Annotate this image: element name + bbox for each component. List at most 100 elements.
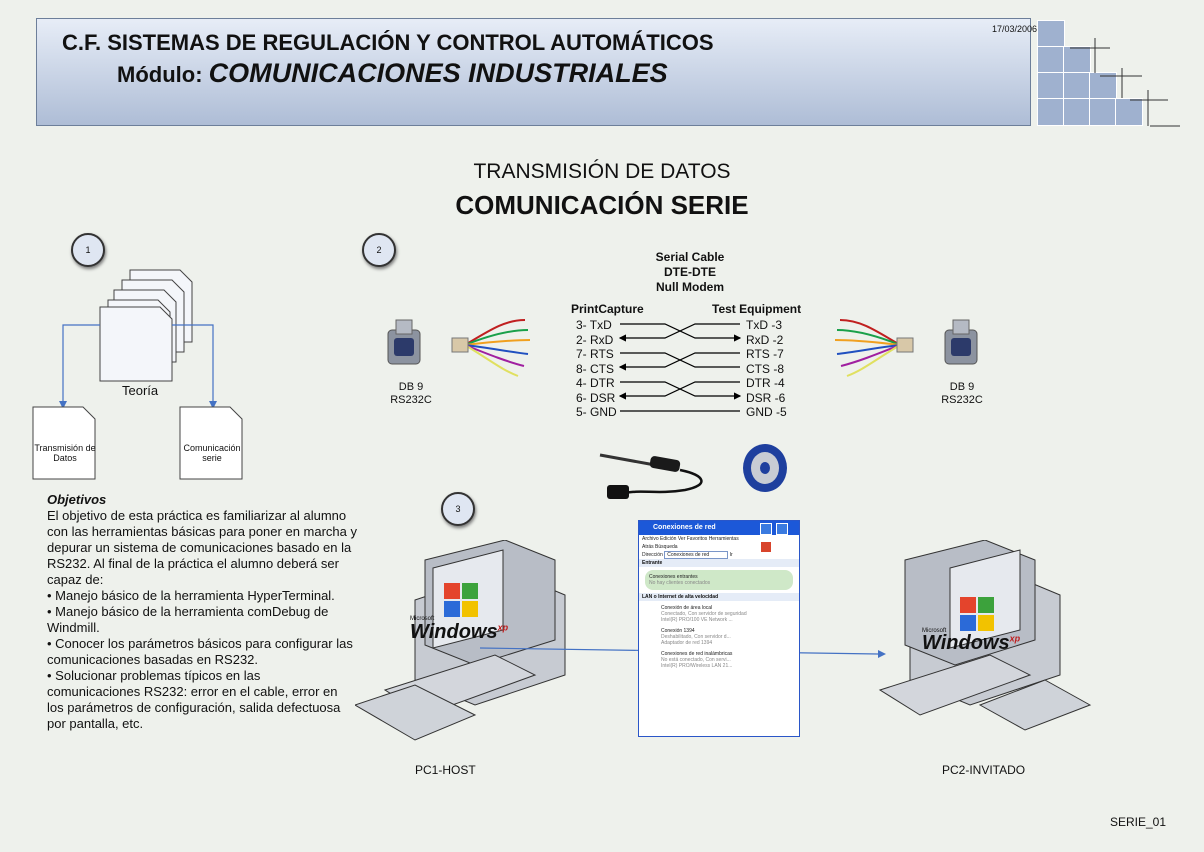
soldering-tools-icon xyxy=(599,444,787,499)
step-2-badge: 2 xyxy=(362,233,396,267)
header-banner xyxy=(36,18,1031,126)
left-pin: 8- CTS xyxy=(576,361,615,376)
connection-name: Conexión 1394 xyxy=(661,628,695,634)
windows-logo-text: Windows xyxy=(410,621,498,643)
connection-item[interactable]: Conexión 1394 Deshabilitado, Con servido… xyxy=(639,627,799,647)
network-connections-window: Conexiones de red Archivo Edición Ver Fa… xyxy=(638,520,800,737)
left-pin-list: 3- TxD 2- RxD 7- RTS 8- CTS 4- DTR 6- DS… xyxy=(576,318,617,420)
left-pin: 6- DSR xyxy=(576,390,616,405)
course-title: C.F. SISTEMAS DE REGULACIÓN Y CONTROL AU… xyxy=(62,30,714,55)
section-incoming: Entrante xyxy=(639,559,799,567)
microsoft-brand-left: Microsoft xyxy=(410,616,435,622)
cable-right-header: Test Equipment xyxy=(712,302,802,316)
left-pin: 5- GND xyxy=(576,405,617,419)
left-pin: 3- TxD xyxy=(576,318,612,332)
window-toolbar[interactable]: Atrás Búsqueda xyxy=(642,544,678,550)
main-title-line1: TRANSMISIÓN DE DATOS xyxy=(473,160,731,183)
cable-title-line2: DTE-DTE xyxy=(664,265,716,279)
minimize-icon[interactable] xyxy=(760,523,772,535)
microsoft-brand-right: Microsoft xyxy=(922,628,947,634)
connection-status: No está conectado, Con servi... xyxy=(661,657,731,663)
objectives-panel: Objetivos El objetivo de esta práctica e… xyxy=(47,492,357,732)
connector-left-line2: RS232C xyxy=(390,394,432,406)
windows-xp-logo-left: Windowsxp xyxy=(410,621,508,644)
left-pin: 2- RxD xyxy=(576,332,614,347)
address-bar[interactable]: Dirección Conexiones de red Ir xyxy=(639,551,799,559)
connection-name: Conexión de área local xyxy=(661,605,713,611)
connector-right-label: DB 9 RS232C xyxy=(927,381,997,407)
right-pin: DSR -6 xyxy=(746,390,786,405)
module-title: Módulo: COMUNICACIONES INDUSTRIALES xyxy=(117,58,668,89)
objective-item: • Conocer los parámetros básicos para co… xyxy=(47,636,353,667)
right-pin: RTS -7 xyxy=(746,347,784,361)
pc2-label: PC2-INVITADO xyxy=(942,763,1026,777)
right-pin: DTR -4 xyxy=(746,376,785,390)
module-name: COMUNICACIONES INDUSTRIALES xyxy=(208,58,668,88)
document-icon-left xyxy=(32,406,96,480)
doc-transmision-label: Transmisión de Datos xyxy=(34,443,96,463)
doc-comunicacion-label: Comunicación serie xyxy=(183,443,241,463)
db9-connector-left-icon xyxy=(387,319,531,377)
connection-adapter: Intel(R) PRO/100 VE Network ... xyxy=(661,617,733,623)
windows-logo-text: Windows xyxy=(922,632,1010,654)
header-date: 17/03/2006 xyxy=(992,24,1038,34)
windows-flag-icon xyxy=(960,597,994,631)
connection-status: Conectado, Con servidor de seguridad xyxy=(661,611,747,617)
soldering-iron-icon xyxy=(599,453,703,499)
cable-title-line3: Null Modem xyxy=(656,280,724,294)
theory-diagram xyxy=(32,269,243,480)
left-pin: 7- RTS xyxy=(576,347,614,361)
incoming-connections-item[interactable]: Conexiones entrantes No hay clientes con… xyxy=(645,570,793,590)
document-stack-icon xyxy=(99,269,193,382)
right-pin: GND -5 xyxy=(746,405,787,419)
db9-connector-right-icon xyxy=(835,319,978,377)
right-pin: RxD -2 xyxy=(746,332,784,347)
connection-item[interactable]: Conexiones de red inalámbricas No está c… xyxy=(639,650,799,670)
cable-title-line1: Serial Cable xyxy=(655,250,725,264)
objective-item: • Manejo básico de la herramienta comDeb… xyxy=(47,604,329,635)
windows-logo-sup: xp xyxy=(1009,633,1021,644)
connector-left-line1: DB 9 xyxy=(398,381,424,393)
maximize-icon[interactable] xyxy=(776,523,789,535)
connection-adapter: Intel(R) PRO/Wireless LAN 21... xyxy=(661,663,733,669)
incoming-sub: No hay clientes conectados xyxy=(649,580,711,586)
go-button[interactable]: Ir xyxy=(729,552,733,558)
section-lan: LAN o Internet de alta velocidad xyxy=(639,593,799,601)
close-icon[interactable] xyxy=(760,541,772,553)
connection-adapter: Adaptador de red 1394 xyxy=(661,640,713,646)
cable-title: Serial Cable DTE-DTE Null Modem xyxy=(630,250,750,295)
step-3-badge: 3 xyxy=(441,492,475,526)
null-modem-wiring xyxy=(618,323,742,412)
left-pin: 4- DTR xyxy=(576,376,615,390)
pc1-label: PC1-HOST xyxy=(415,763,476,777)
document-icon-right xyxy=(179,406,243,480)
cable-left-header: PrintCapture xyxy=(571,302,644,316)
main-title-line2: COMUNICACIÓN SERIE xyxy=(455,190,749,220)
connector-right-line2: RS232C xyxy=(941,394,983,406)
connection-status: Deshabilitado, Con servidor d... xyxy=(661,634,731,640)
page-code: SERIE_01 xyxy=(1110,815,1167,829)
address-field[interactable]: Conexiones de red xyxy=(664,551,729,559)
theory-label: Teoría xyxy=(122,383,159,398)
step-1-badge: 1 xyxy=(71,233,105,267)
connection-item[interactable]: Conexión de área local Conectado, Con se… xyxy=(639,604,799,624)
connector-right-line1: DB 9 xyxy=(949,381,975,393)
solder-spool-icon xyxy=(743,444,787,492)
address-label: Dirección xyxy=(642,552,663,558)
right-pin: CTS -8 xyxy=(746,361,785,376)
right-pin: TxD -3 xyxy=(746,318,782,332)
objective-item: • Manejo básico de la herramienta HyperT… xyxy=(47,588,335,603)
incoming-name: Conexiones entrantes xyxy=(649,574,698,580)
objectives-title: Objetivos xyxy=(47,492,107,507)
objective-item: • Solucionar problemas típicos en las co… xyxy=(47,668,341,731)
right-pin-list: TxD -3 RxD -2 RTS -7 CTS -8 DTR -4 DSR -… xyxy=(746,318,787,420)
connection-name: Conexiones de red inalámbricas xyxy=(661,651,733,657)
windows-flag-icon xyxy=(444,583,478,617)
window-menubar[interactable]: Archivo Edición Ver Favoritos Herramient… xyxy=(642,536,739,542)
objectives-intro: El objetivo de esta práctica es familiar… xyxy=(47,508,357,587)
connector-left-label: DB 9 RS232C xyxy=(376,381,446,407)
windows-logo-sup: xp xyxy=(497,622,509,633)
window-controls[interactable] xyxy=(760,522,796,553)
window-titlebar: Conexiones de red xyxy=(639,521,799,535)
windows-xp-logo-right: Windowsxp xyxy=(922,632,1020,655)
